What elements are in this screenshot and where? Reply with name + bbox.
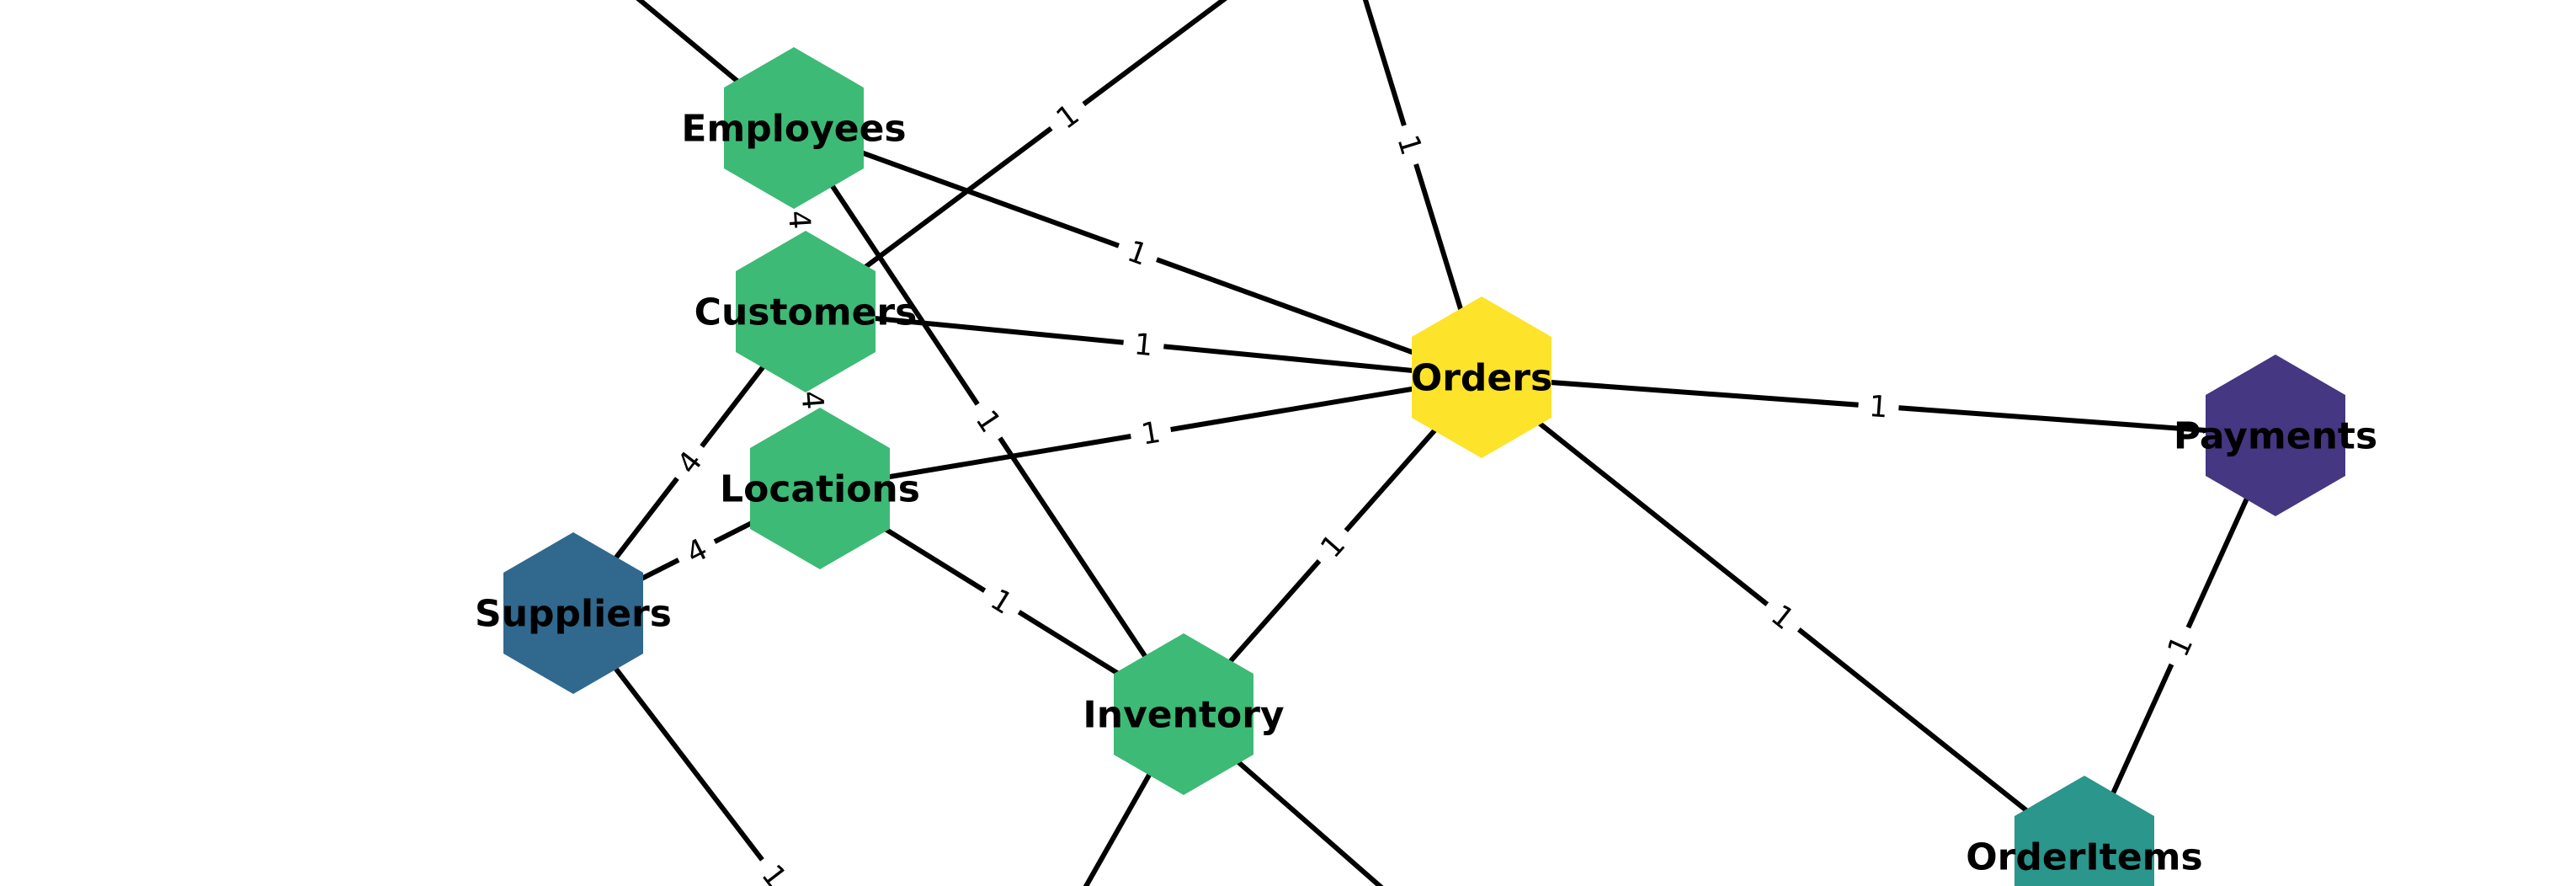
edge-label-bbox (1856, 382, 1901, 430)
edge-label-bbox (1111, 225, 1164, 280)
edge-label-Locations-Orders: 1 (1127, 408, 1174, 458)
node-hexagon-icon-Payments (2206, 355, 2345, 516)
edge-label-Customers-Orders: 1 (1121, 320, 1166, 369)
node-hexagon-icon-Locations (750, 408, 890, 569)
edge-label-Customers-Suppliers: 4 (659, 433, 720, 492)
edge-label-bbox (2151, 618, 2209, 674)
edge-label-bbox (776, 198, 823, 242)
edge-label-Orders-Payments: 1 (1856, 382, 1901, 430)
node-hexagon-icon-OrderItems (2014, 776, 2154, 886)
edge-label-Orders-offscreen: 1 (1383, 119, 1437, 171)
edge-label-bbox (1383, 119, 1437, 171)
node-label-Inventory: Inventory (1083, 693, 1284, 736)
edge-label-Employees-Customers: 4 (776, 198, 823, 242)
edge-label-text: 4 (781, 210, 816, 231)
edge-label-text: 1 (1132, 328, 1154, 363)
edge-label-Customers-offscreen: 1 (1038, 86, 1097, 147)
node-label-Locations: Locations (720, 467, 920, 510)
node-hexagon-icon-Inventory (1114, 633, 1253, 795)
edge-Inventory-offscreen (1182, 712, 1384, 886)
edge-label-bbox (1127, 408, 1174, 458)
edge-label-bbox (959, 392, 1019, 451)
edge-label-bbox (744, 846, 805, 886)
edge-label-bbox (1754, 587, 1812, 647)
edge-label-text: 4 (794, 389, 829, 410)
node-hexagon-icon-Suppliers (503, 532, 643, 694)
edge-label-bbox (1038, 86, 1097, 147)
node-hexagon-icon-Employees (724, 47, 864, 209)
edge-label-Inventory-Orders: 1 (1302, 515, 1363, 576)
edge-label-Locations-Inventory: 1 (972, 572, 1031, 631)
edge-label-Orders-OrderItems: 1 (1754, 587, 1812, 647)
edge-label-Employees-Inventory: 1 (959, 392, 1019, 451)
node-label-Customers: Customers (695, 291, 918, 334)
node-hexagon-icon-Customers (736, 231, 876, 392)
edge-Inventory-offscreen (1083, 713, 1186, 886)
edge-Employees-offscreen (636, 0, 796, 131)
edge-label-Employees-Orders: 1 (1111, 225, 1164, 280)
node-label-Payments: Payments (2174, 414, 2377, 457)
node-label-OrderItems: OrderItems (1966, 835, 2202, 878)
node-label-Employees: Employees (681, 107, 906, 150)
edge-label-Suppliers-Locations: 4 (668, 521, 725, 580)
edge-label-bbox (972, 572, 1031, 631)
edge-label-text: 1 (1868, 390, 1889, 425)
edge-label-bbox (1302, 515, 1363, 576)
edge-label-bbox (668, 521, 725, 580)
node-label-Orders: Orders (1411, 356, 1552, 399)
node-label-Suppliers: Suppliers (475, 592, 672, 635)
edge-label-Suppliers-offscreen: 1 (744, 846, 805, 886)
node-hexagon-icon-Orders (1412, 296, 1551, 458)
edge-label-bbox (1121, 320, 1166, 369)
edge-label-Payments-OrderItems: 1 (2151, 618, 2209, 674)
edge-label-bbox (659, 433, 720, 492)
